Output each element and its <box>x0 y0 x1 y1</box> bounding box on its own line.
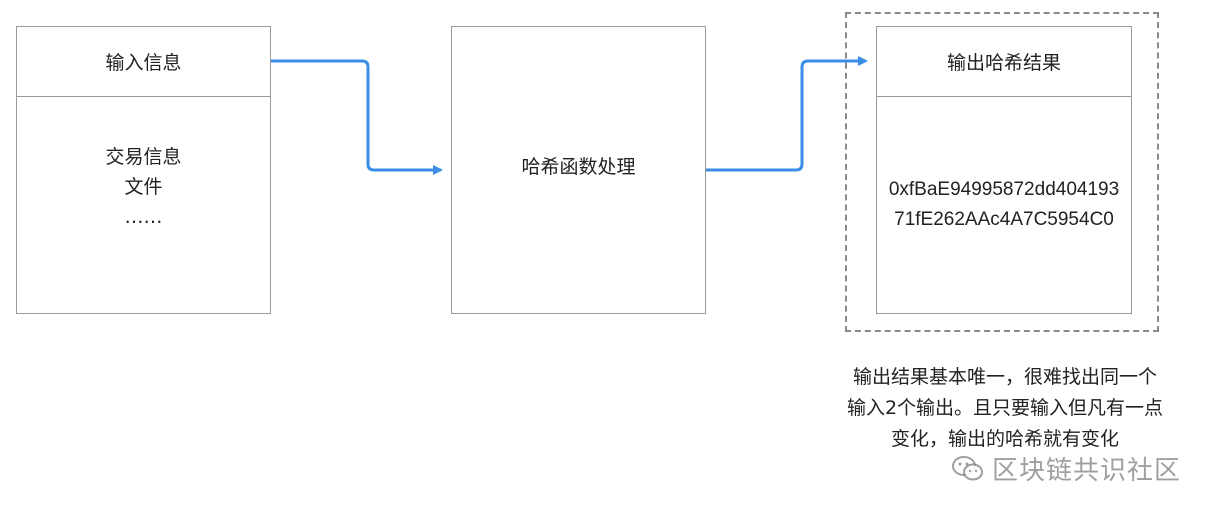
output-dashed-group <box>845 12 1159 332</box>
arrow-hash-to-output <box>706 56 868 172</box>
hash-function-content: 哈希函数处理 <box>452 27 705 313</box>
hash-function-label: 哈希函数处理 <box>521 156 636 178</box>
hash-value: 0xfBaE94995872dd40419371fE262AAc4A7C5954… <box>888 178 1120 230</box>
input-info-box: 输入信息 交易信息 文件 …… <box>16 26 271 314</box>
output-hash-title: 输出哈希结果 <box>877 27 1131 97</box>
output-hash-content: 0xfBaE94995872dd40419371fE262AAc4A7C5954… <box>877 96 1131 313</box>
watermark-text: 区块链共识社区 <box>992 456 1182 486</box>
input-info-title: 输入信息 <box>17 27 270 97</box>
arrow-input-to-hash <box>271 59 443 175</box>
input-item-ellipsis: …… <box>124 205 163 228</box>
watermark: 区块链共识社区 <box>952 450 1181 487</box>
input-item-file: 文件 <box>124 175 163 198</box>
input-info-content: 交易信息 文件 …… <box>17 96 270 313</box>
wechat-icon <box>952 455 983 480</box>
note-text: 输出结果基本唯一，很难找出同一个输入2个输出。且只要输入但凡有一点变化，输出的哈… <box>846 366 1164 450</box>
output-hash-box: 输出哈希结果 0xfBaE94995872dd40419371fE262AAc4… <box>876 26 1132 314</box>
input-item-transaction: 交易信息 <box>105 145 182 168</box>
hash-function-box: 哈希函数处理 <box>451 26 706 314</box>
